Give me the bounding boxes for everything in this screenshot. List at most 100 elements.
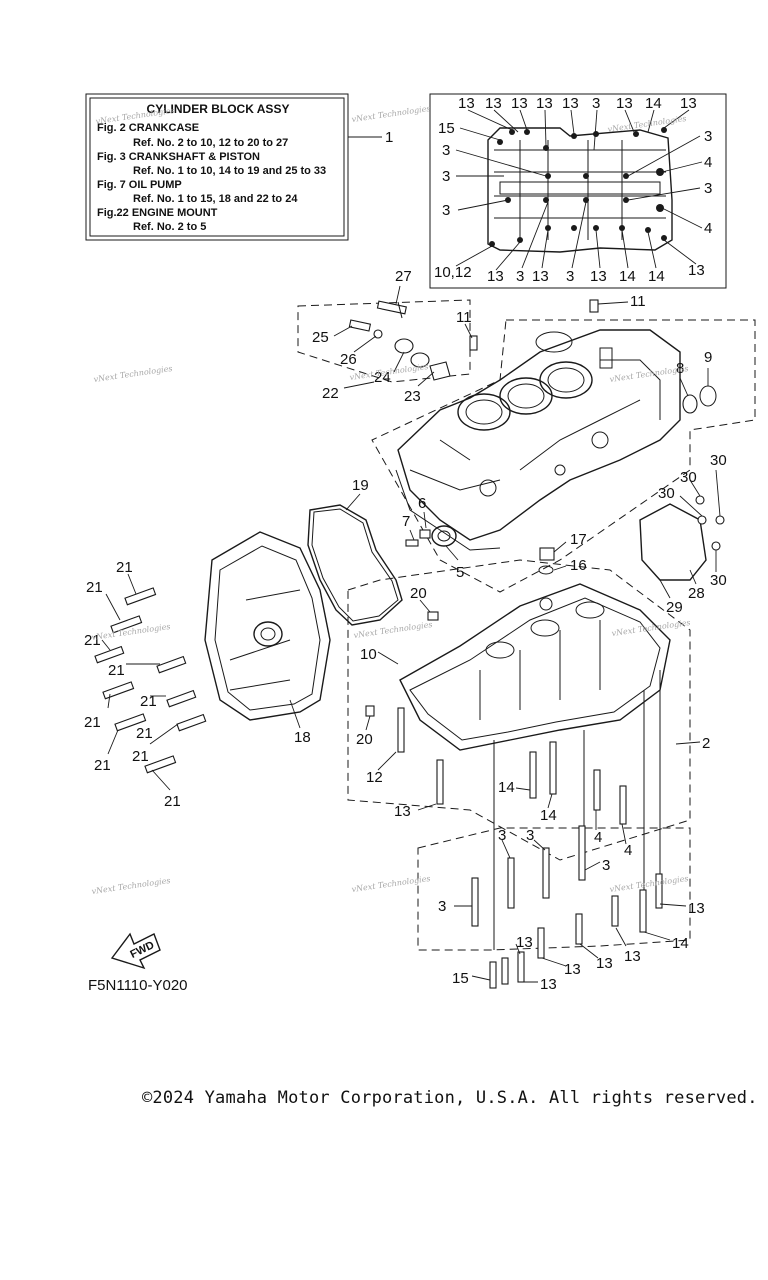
callout-26: 26 xyxy=(340,351,357,368)
callout-8: 8 xyxy=(676,360,684,377)
callout-28: 28 xyxy=(688,585,705,602)
inset-callout-3: 13 xyxy=(536,95,553,112)
callout-2: 2 xyxy=(702,735,710,752)
inset-bolt-pattern xyxy=(429,93,727,289)
watermark-4: vNext Technologies xyxy=(93,364,173,384)
callout-3d: 3 xyxy=(438,898,446,915)
callout-27: 27 xyxy=(395,268,412,285)
callout-3c: 3 xyxy=(602,857,610,874)
fwd-label: FWD xyxy=(128,939,156,961)
callout-1: 1 xyxy=(385,129,393,146)
callout-23: 23 xyxy=(404,388,421,405)
inset-callout-10: 3 xyxy=(442,142,450,159)
title-box-line-3: Fig. 3 CRANKSHAFT & PISTON xyxy=(97,151,260,163)
callout-21a: 21 xyxy=(116,559,133,576)
inset-callout-23: 14 xyxy=(619,268,636,285)
callout-21i: 21 xyxy=(94,757,111,774)
cap-17 xyxy=(539,547,555,561)
callout-13c: 13 xyxy=(624,948,641,965)
callout-9: 9 xyxy=(704,349,712,366)
watermark-12: vNext Technologies xyxy=(609,874,689,894)
callout-16: 16 xyxy=(570,557,587,574)
callout-30b: 30 xyxy=(680,469,697,486)
callout-4a: 4 xyxy=(594,829,602,846)
callout-13e: 13 xyxy=(564,961,581,978)
callout-21d: 21 xyxy=(108,662,125,679)
callout-15: 15 xyxy=(452,970,469,987)
inset-callout-15: 3 xyxy=(704,180,712,197)
watermark-10: vNext Technologies xyxy=(91,876,171,896)
crankcase-bolts xyxy=(397,670,663,989)
crankcase-lower-2 xyxy=(399,583,671,751)
drawing-code: F5N1110-Y020 xyxy=(88,977,188,994)
title-box-line-1: Fig. 2 CRANKCASE xyxy=(97,122,199,134)
o-ring-8 xyxy=(682,394,698,414)
oil-seal-5 xyxy=(431,525,457,547)
group-outline-bolts xyxy=(417,827,691,951)
inset-callout-6: 13 xyxy=(616,95,633,112)
inset-callout-21: 3 xyxy=(566,268,574,285)
inset-callout-13: 3 xyxy=(704,128,712,145)
inset-callout-18: 13 xyxy=(487,268,504,285)
inset-callout-7: 14 xyxy=(645,95,662,112)
callout-14b: 14 xyxy=(540,807,557,824)
title-box-line-6: Ref. No. 1 to 15, 18 and 22 to 24 xyxy=(133,193,298,205)
callout-21f: 21 xyxy=(84,714,101,731)
inset-callout-24: 14 xyxy=(648,268,665,285)
callout-13f: 13 xyxy=(516,934,533,951)
callout-25: 25 xyxy=(312,329,329,346)
title-box-line-7: Fig.22 ENGINE MOUNT xyxy=(97,207,218,219)
callout-5: 5 xyxy=(456,564,464,581)
inset-callout-14: 4 xyxy=(704,154,712,171)
callout-12: 12 xyxy=(366,769,383,786)
callout-21b: 21 xyxy=(86,579,103,596)
inset-callout-1: 13 xyxy=(485,95,502,112)
title-box-line-4: Ref. No. 1 to 10, 14 to 19 and 25 to 33 xyxy=(133,165,326,177)
callout-20a: 20 xyxy=(410,585,427,602)
inset-callout-5: 3 xyxy=(592,95,600,112)
inset-callout-25: 13 xyxy=(688,262,705,279)
callout-14c: 14 xyxy=(672,935,689,952)
inset-callout-19: 3 xyxy=(516,268,524,285)
title-box-heading: CYLINDER BLOCK ASSY xyxy=(147,102,290,116)
inset-callout-12: 3 xyxy=(442,202,450,219)
watermark-6: vNext Technologies xyxy=(609,364,689,384)
inset-callout-17: 10,12 xyxy=(434,264,472,281)
watermark-3: vNext Technologies xyxy=(607,114,687,134)
leader-lines xyxy=(101,285,721,983)
group-outline-block xyxy=(371,319,756,593)
callout-30a: 30 xyxy=(710,452,727,469)
callout-14a: 14 xyxy=(498,779,515,796)
callout-22: 22 xyxy=(322,385,339,402)
watermark-11: vNext Technologies xyxy=(351,874,431,894)
title-box-line-2: Ref. No. 2 to 10, 12 to 20 to 27 xyxy=(133,137,288,149)
callout-11a: 11 xyxy=(456,309,472,326)
inset-callout-16: 4 xyxy=(704,220,712,237)
callout-13d: 13 xyxy=(596,955,613,972)
group-outline-breather xyxy=(297,299,471,383)
callout-13b: 13 xyxy=(688,900,705,917)
callout-21h: 21 xyxy=(132,748,149,765)
callout-19: 19 xyxy=(352,477,369,494)
inset-callout-11: 3 xyxy=(442,168,450,185)
callout-29: 29 xyxy=(666,599,683,616)
forward-arrow-icon: FWD xyxy=(110,932,161,970)
bolt-7 xyxy=(405,539,419,547)
callout-21c: 21 xyxy=(84,632,101,649)
cover-29 xyxy=(639,503,707,581)
callout-3a: 3 xyxy=(498,827,506,844)
group-outline-crankcase xyxy=(347,559,691,861)
title-box-line-8: Ref. No. 2 to 5 xyxy=(133,221,206,233)
inset-callout-20: 13 xyxy=(532,268,549,285)
dowel-6 xyxy=(419,529,431,539)
callout-30c: 30 xyxy=(658,485,675,502)
callout-30d: 30 xyxy=(710,572,727,589)
callout-17: 17 xyxy=(570,531,587,548)
callout-3b: 3 xyxy=(526,827,534,844)
o-ring-9 xyxy=(699,385,717,407)
inset-callout-0: 13 xyxy=(458,95,475,112)
breather-parts xyxy=(348,300,451,381)
title-box-line-5: Fig. 7 OIL PUMP xyxy=(97,179,182,191)
callout-24: 24 xyxy=(374,369,391,386)
callout-4b: 4 xyxy=(624,842,632,859)
